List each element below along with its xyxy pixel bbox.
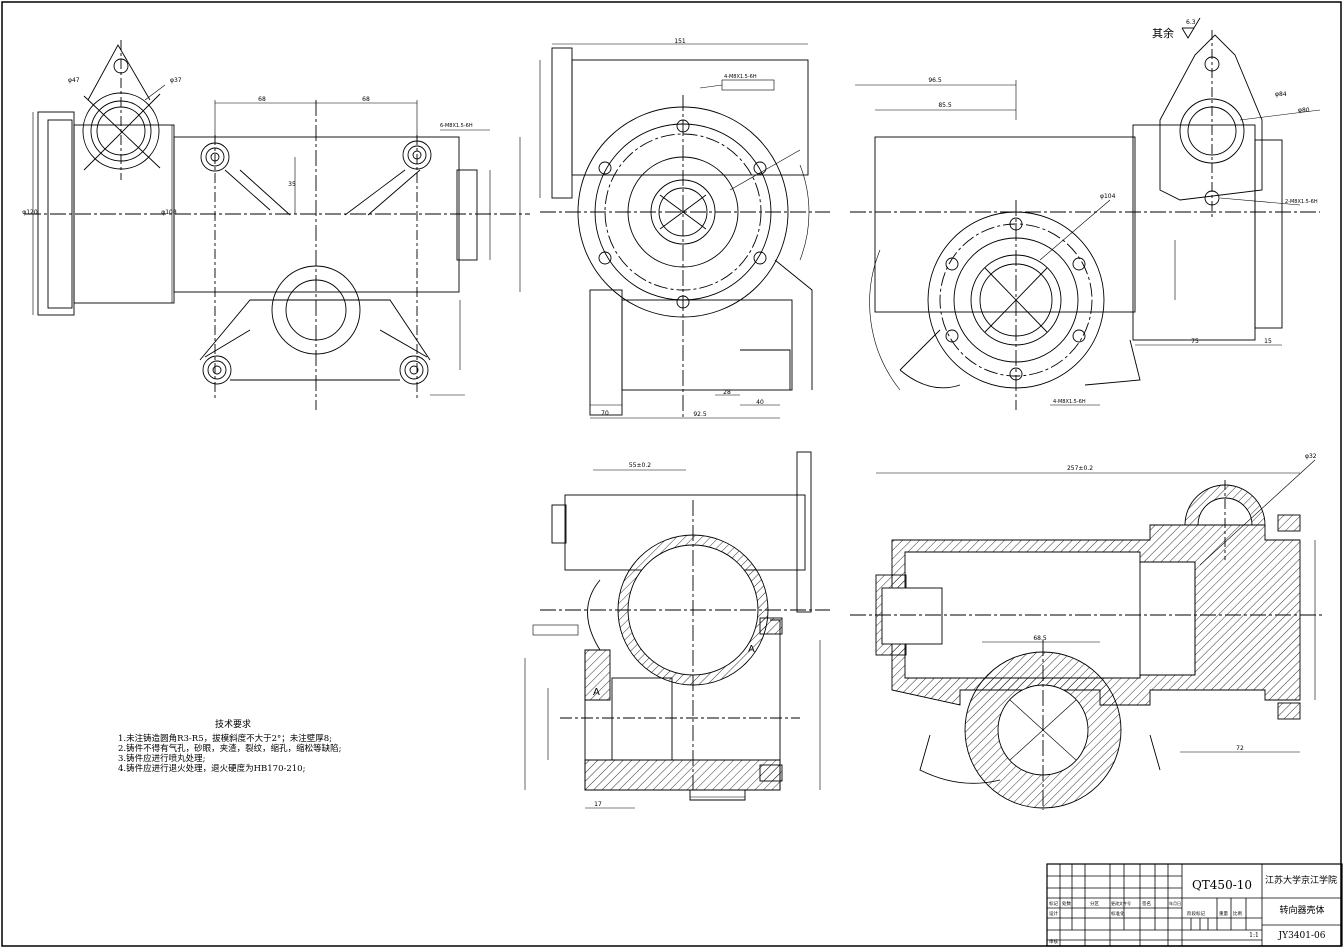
callout-thread4: 4-M8X1.5-6H: [1053, 399, 1086, 405]
tb-label-zone: 分区: [1090, 900, 1099, 907]
dim-85-5: 85.5: [938, 102, 952, 109]
callout-thread1: 6-M8X1.5-6H: [440, 123, 473, 129]
tb-label-review: 审核: [1049, 938, 1058, 945]
dim-96-5: 96.5: [928, 77, 942, 84]
title-block-text: QT450-10 江苏大学京江学院 转向器壳体 JY3401-06 1:1 标记…: [1049, 874, 1337, 945]
dim-32: φ32: [1305, 453, 1317, 460]
callout-thread2: 4-M8X1.5-6H: [724, 74, 757, 80]
roughness-symbol: 其余 6.3: [1152, 17, 1201, 40]
dim-47: φ47: [68, 77, 80, 84]
tb-drawing-number: JY3401-06: [1278, 931, 1326, 941]
dim-55: 55±0.2: [629, 462, 651, 469]
view-section-left: [524, 451, 830, 809]
tb-label-change-doc: 更改文件号: [1111, 900, 1131, 906]
tb-label-signature: 签名: [1142, 900, 1151, 907]
roughness-value: 6.3: [1186, 19, 1196, 26]
tb-label-stage: 阶段标记: [1187, 910, 1205, 917]
dim-37: φ37: [170, 77, 182, 84]
callout-thread3: 2-M8X1.5-6H: [1285, 199, 1318, 205]
tech-req-item-2: 2.铸件不得有气孔，砂眼，夹渣，裂纹，缩孔，缩松等缺陷;: [118, 744, 342, 754]
dim-68b: 68: [362, 96, 370, 103]
dim-40: 40: [756, 399, 764, 406]
tb-scale: 1:1: [1249, 932, 1259, 939]
dim-120: φ120: [22, 209, 38, 216]
tb-label-design: 设计: [1049, 910, 1058, 917]
tech-req-title: 技术要求: [214, 720, 251, 730]
dim-257: 257±0.2: [1067, 465, 1093, 472]
roughness-prefix: 其余: [1152, 26, 1174, 40]
view-plan: [25, 40, 530, 410]
technical-requirements: 技术要求 1.未注铸造圆角R3-R5，拔模斜度不大于2°；未注壁厚8; 2.铸件…: [118, 720, 418, 774]
title-block: [1046, 863, 1343, 947]
dim-15: 15: [1264, 338, 1272, 345]
tb-organization: 江苏大学京江学院: [1265, 874, 1337, 886]
dim-84: φ84: [1275, 91, 1287, 98]
dim-108: φ108: [161, 209, 177, 216]
dim-80: φ80: [1298, 107, 1310, 114]
dim-92-5: 92.5: [693, 411, 707, 418]
tech-req-item-1: 1.未注铸造圆角R3-R5，拔模斜度不大于2°；未注壁厚8;: [118, 734, 333, 744]
dim-68a: 68: [258, 96, 266, 103]
section-label-a2: A: [748, 644, 755, 655]
view-front: [539, 43, 830, 420]
dim-35: 35: [288, 181, 296, 188]
view-section-right: [850, 459, 1325, 810]
tb-material: QT450-10: [1192, 878, 1252, 892]
dim-151: 151: [674, 38, 686, 45]
view-side: [850, 30, 1321, 410]
dim-72: 72: [1236, 745, 1244, 752]
tb-label-standardize: 标准化: [1111, 910, 1125, 917]
dim-104: φ104: [1100, 193, 1116, 200]
dim-17: 17: [594, 801, 602, 808]
dim-75: 75: [1191, 338, 1199, 345]
tech-req-item-4: 4.铸件应进行退火处理，退火硬度为HB170-210;: [118, 764, 306, 774]
dim-70: 70: [601, 410, 609, 417]
tb-label-count: 处数: [1062, 900, 1071, 907]
dim-28: 28: [723, 389, 731, 396]
tb-label-scale: 比例: [1233, 910, 1242, 917]
tb-label-date: 年月日: [1169, 900, 1181, 906]
tech-req-item-3: 3.铸件应进行喷丸处理;: [118, 754, 206, 764]
dim-68-5: 68.5: [1033, 635, 1047, 642]
section-label-a1: A: [593, 687, 600, 698]
tb-label-weight: 重量: [1219, 910, 1228, 917]
tb-label-mark: 标记: [1049, 900, 1058, 907]
tb-part-name: 转向器壳体: [1279, 904, 1324, 916]
